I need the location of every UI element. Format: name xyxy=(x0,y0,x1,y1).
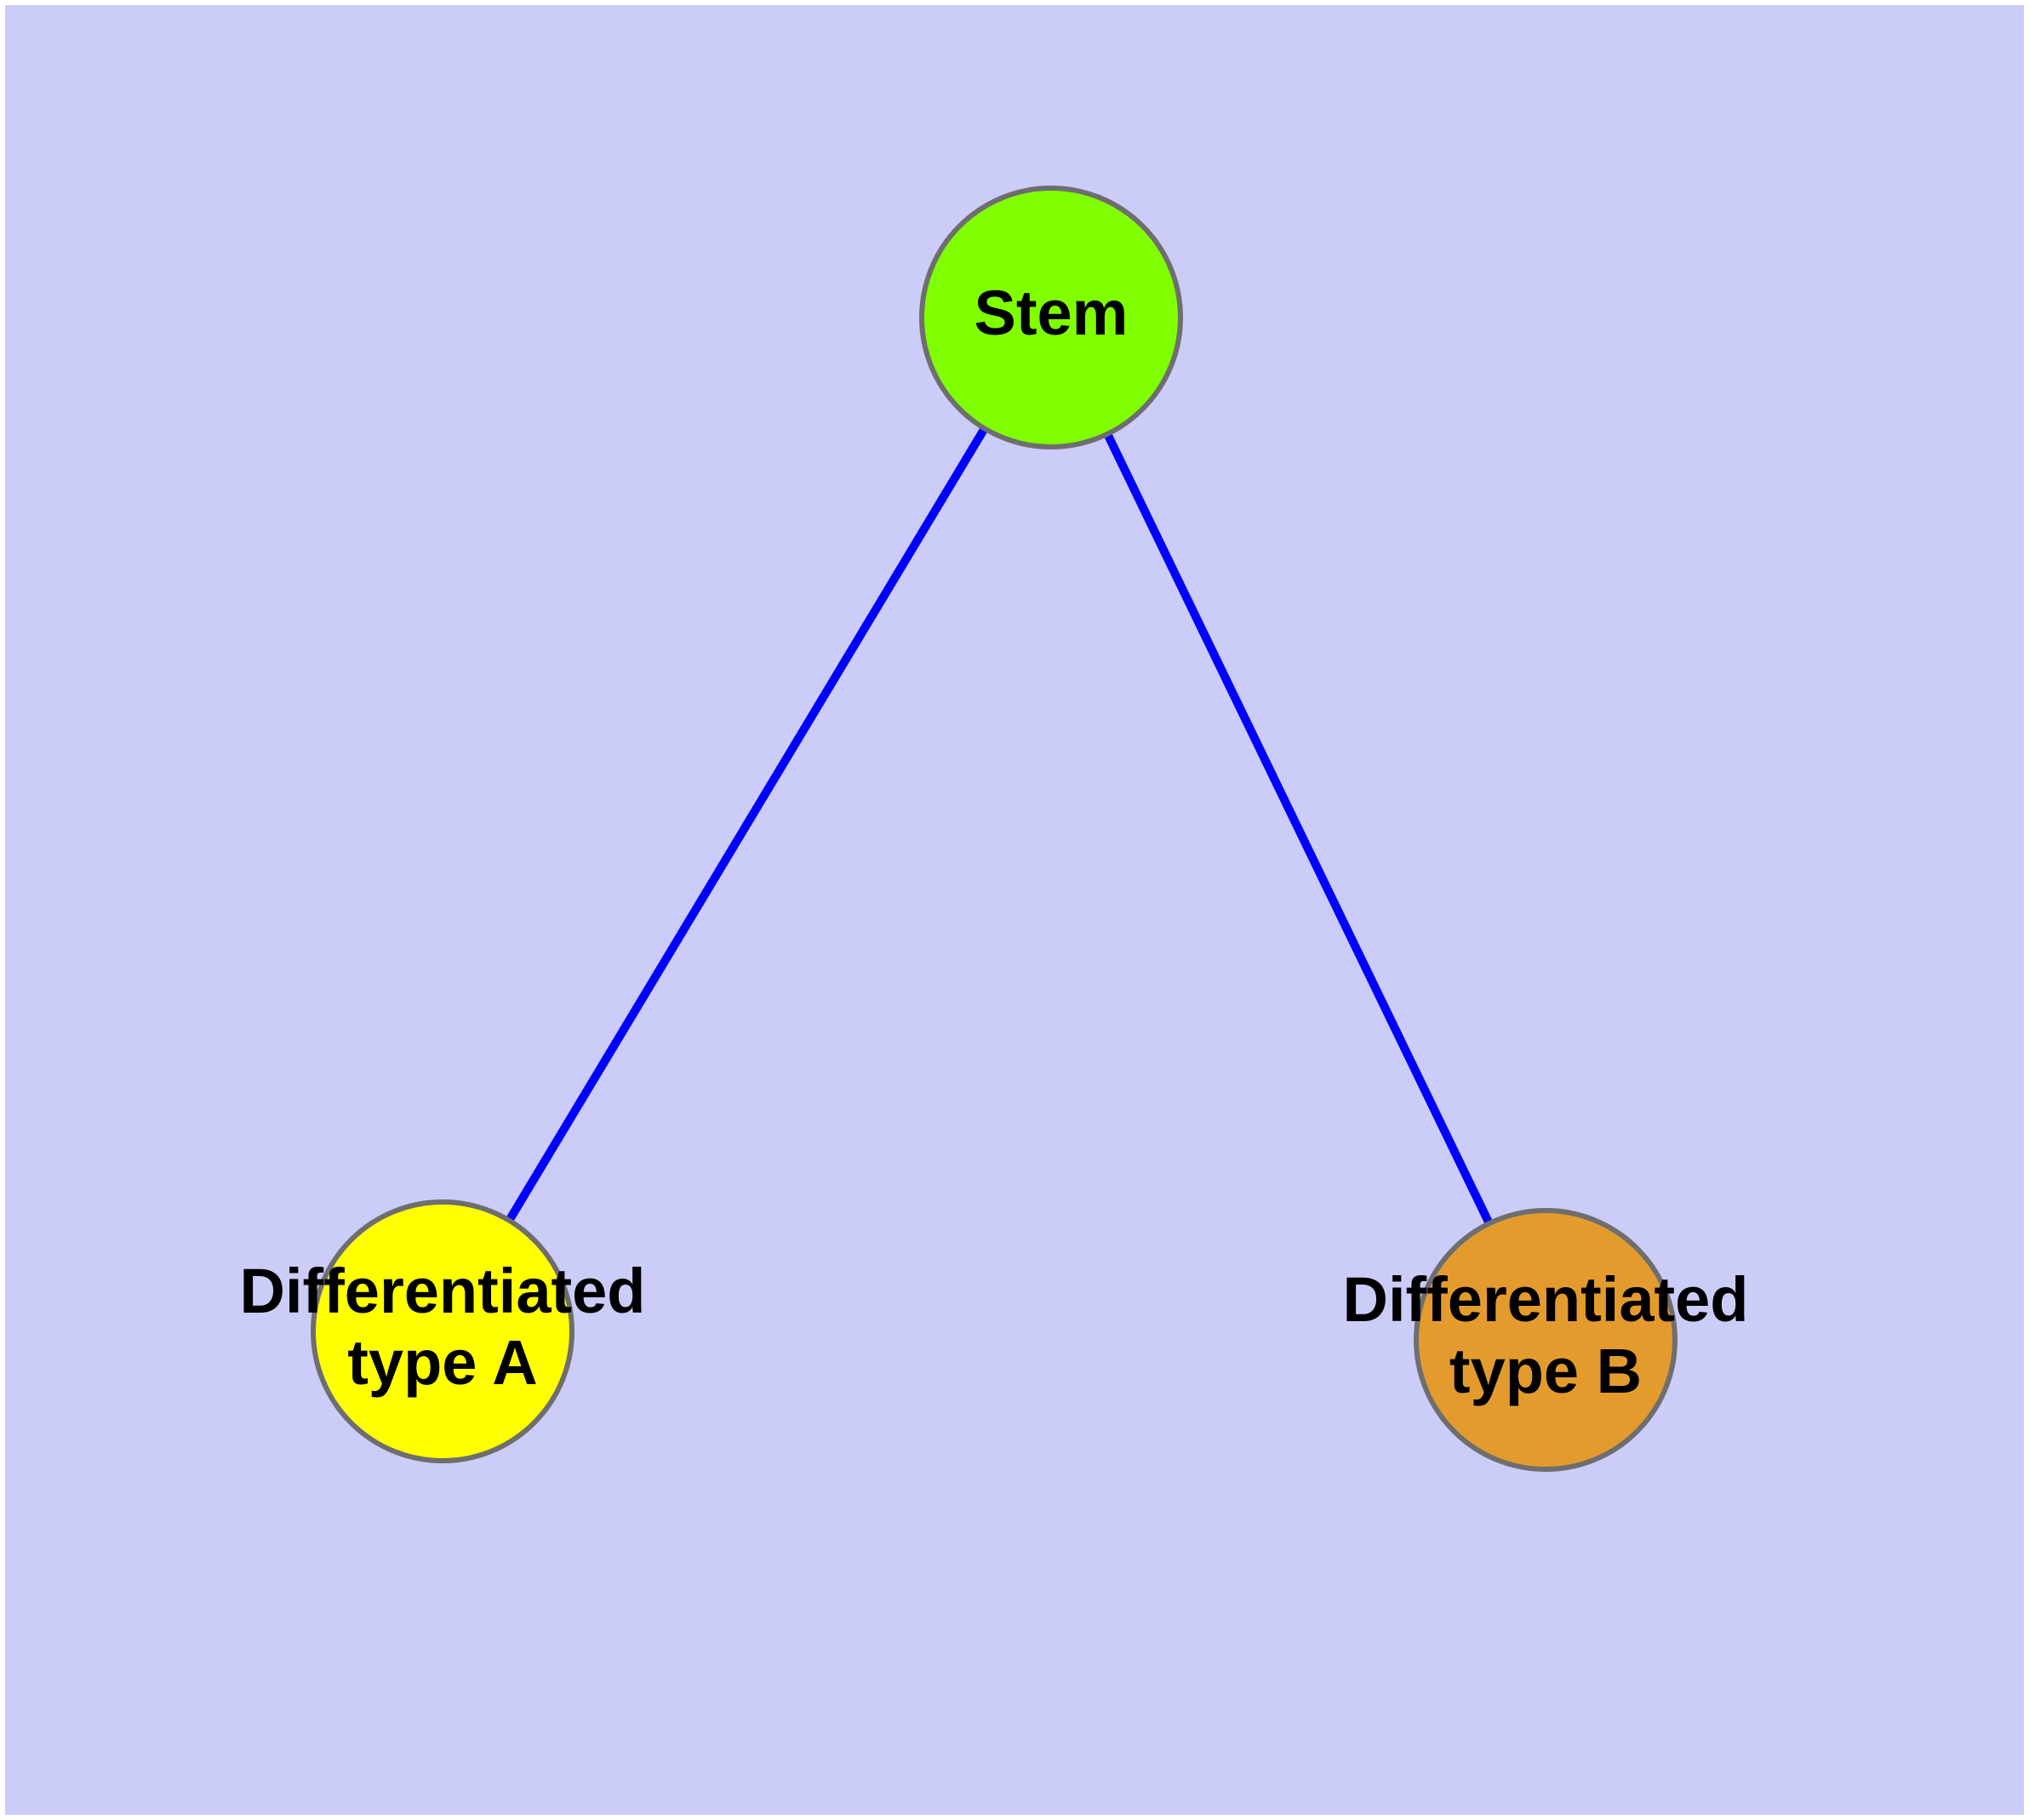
graph-node-label-stem: Stem xyxy=(974,278,1129,348)
graph-node-label-line: Differentiated xyxy=(1343,1263,1749,1334)
edge-layer xyxy=(438,315,1550,1342)
graph-node-diff_b[interactable] xyxy=(1414,1208,1677,1472)
graph-node-label-line: type A xyxy=(347,1327,537,1398)
graph-node-stem[interactable] xyxy=(919,186,1183,449)
graph-node-diff_a[interactable] xyxy=(311,1199,574,1463)
graph-node-label-line: Stem xyxy=(974,278,1129,348)
graph-node-label-line: Differentiated xyxy=(240,1255,646,1325)
edge-stem-diff-a[interactable] xyxy=(438,315,1055,1334)
edge-stem-diff-b[interactable] xyxy=(1047,315,1550,1342)
node-layer xyxy=(311,186,1677,1472)
graph-node-label-line: type B xyxy=(1449,1336,1642,1406)
